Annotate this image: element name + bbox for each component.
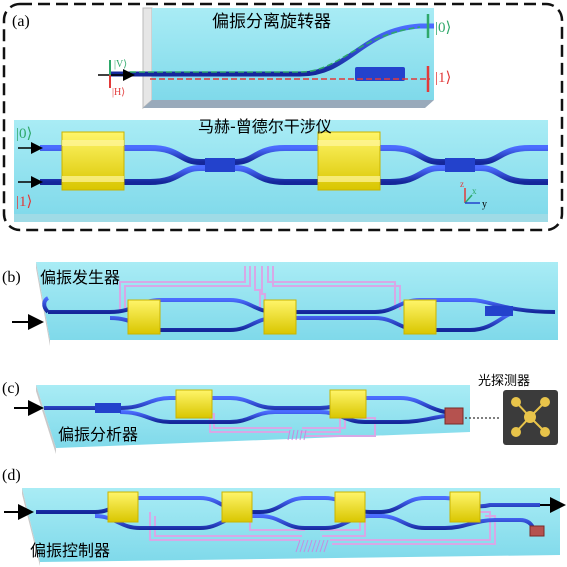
pbs-chip-top [152,8,434,100]
pg-heater-1 [127,299,161,335]
pa-input-coupler [95,403,121,413]
mzi-input-0-label: |0⟩ [16,126,32,142]
input-v-label: |V⟩ [114,59,127,70]
input-h-label: |H⟩ [112,87,125,98]
pa-waveguide-bottom [119,410,446,424]
pa-pad-fan [287,429,307,441]
pbs-chip-bottom [143,100,434,108]
pg-title: 偏振发生器 [40,268,120,287]
axis-y-label: y [482,199,487,210]
panel-a-label: (a) [12,13,30,30]
panel-d-label: (d) [2,467,21,484]
mzi-heater-1 [61,131,125,191]
pg-output-coupler [485,306,513,316]
pc-heater-4 [449,491,481,523]
pc-waveguide-top [36,496,540,514]
pc-title: 偏振控制器 [30,541,110,560]
pa-waveguide-top [44,396,446,414]
v-mode-path [130,26,421,73]
pa-heater-2 [329,389,367,419]
mzi-heater-2 [317,131,381,191]
mzi-coupler-1 [205,158,235,172]
panel-c-label: (c) [2,380,20,397]
panel-a-dashed-frame [2,2,564,232]
detector-label: 光探测器 [478,374,530,389]
axis-x-label: x [472,186,477,196]
pg-heater-2 [263,299,297,335]
pa-title: 偏振分析器 [58,425,138,444]
photodetector-chip [503,390,558,445]
pbs-output-1-label: |1⟩ [435,70,451,86]
pbs-output-0-label: |0⟩ [435,20,451,36]
pc-heater-1 [107,491,139,523]
mzi-coupler-2 [445,158,475,172]
axis-z-label: z [460,179,464,189]
pbs-chip-edge [142,7,153,110]
panel-b-label: (b) [2,269,21,286]
pc-pad-fan [295,539,329,553]
pc-on-chip-detector [529,525,545,537]
mzi-input-1-label: |1⟩ [16,194,32,210]
axis-x-line [464,194,473,204]
pc-wires [149,511,496,545]
panel-c: (c) 偏振分析器 光探测器 [2,374,558,454]
pa-on-chip-detector [444,407,464,425]
mzi-chip-side [14,214,548,222]
panel-d: (d) 偏振控制器 [2,467,566,566]
pg-input-bend [42,296,50,314]
pg-heater-3 [403,299,437,335]
mzi-chip [14,120,548,222]
pbs-chip [98,7,434,110]
pc-heater-2 [221,491,253,523]
pc-heater-3 [334,491,366,523]
pa-heater-1 [175,389,213,419]
pbs-rotator-section [355,67,405,81]
pbs-title: 偏振分离旋转器 [212,12,331,32]
pg-wires [119,266,401,310]
panel-b: (b) 偏振发生器 [2,262,558,346]
mzi-title: 马赫-曾德尔干涉仪 [198,117,332,136]
panel-a: (a) 偏振分离旋转器 马赫-曾德尔干涉仪 |V⟩ |H⟩ |0⟩ |1⟩ |0… [2,2,564,232]
pbs-upper-waveguide [110,23,434,77]
